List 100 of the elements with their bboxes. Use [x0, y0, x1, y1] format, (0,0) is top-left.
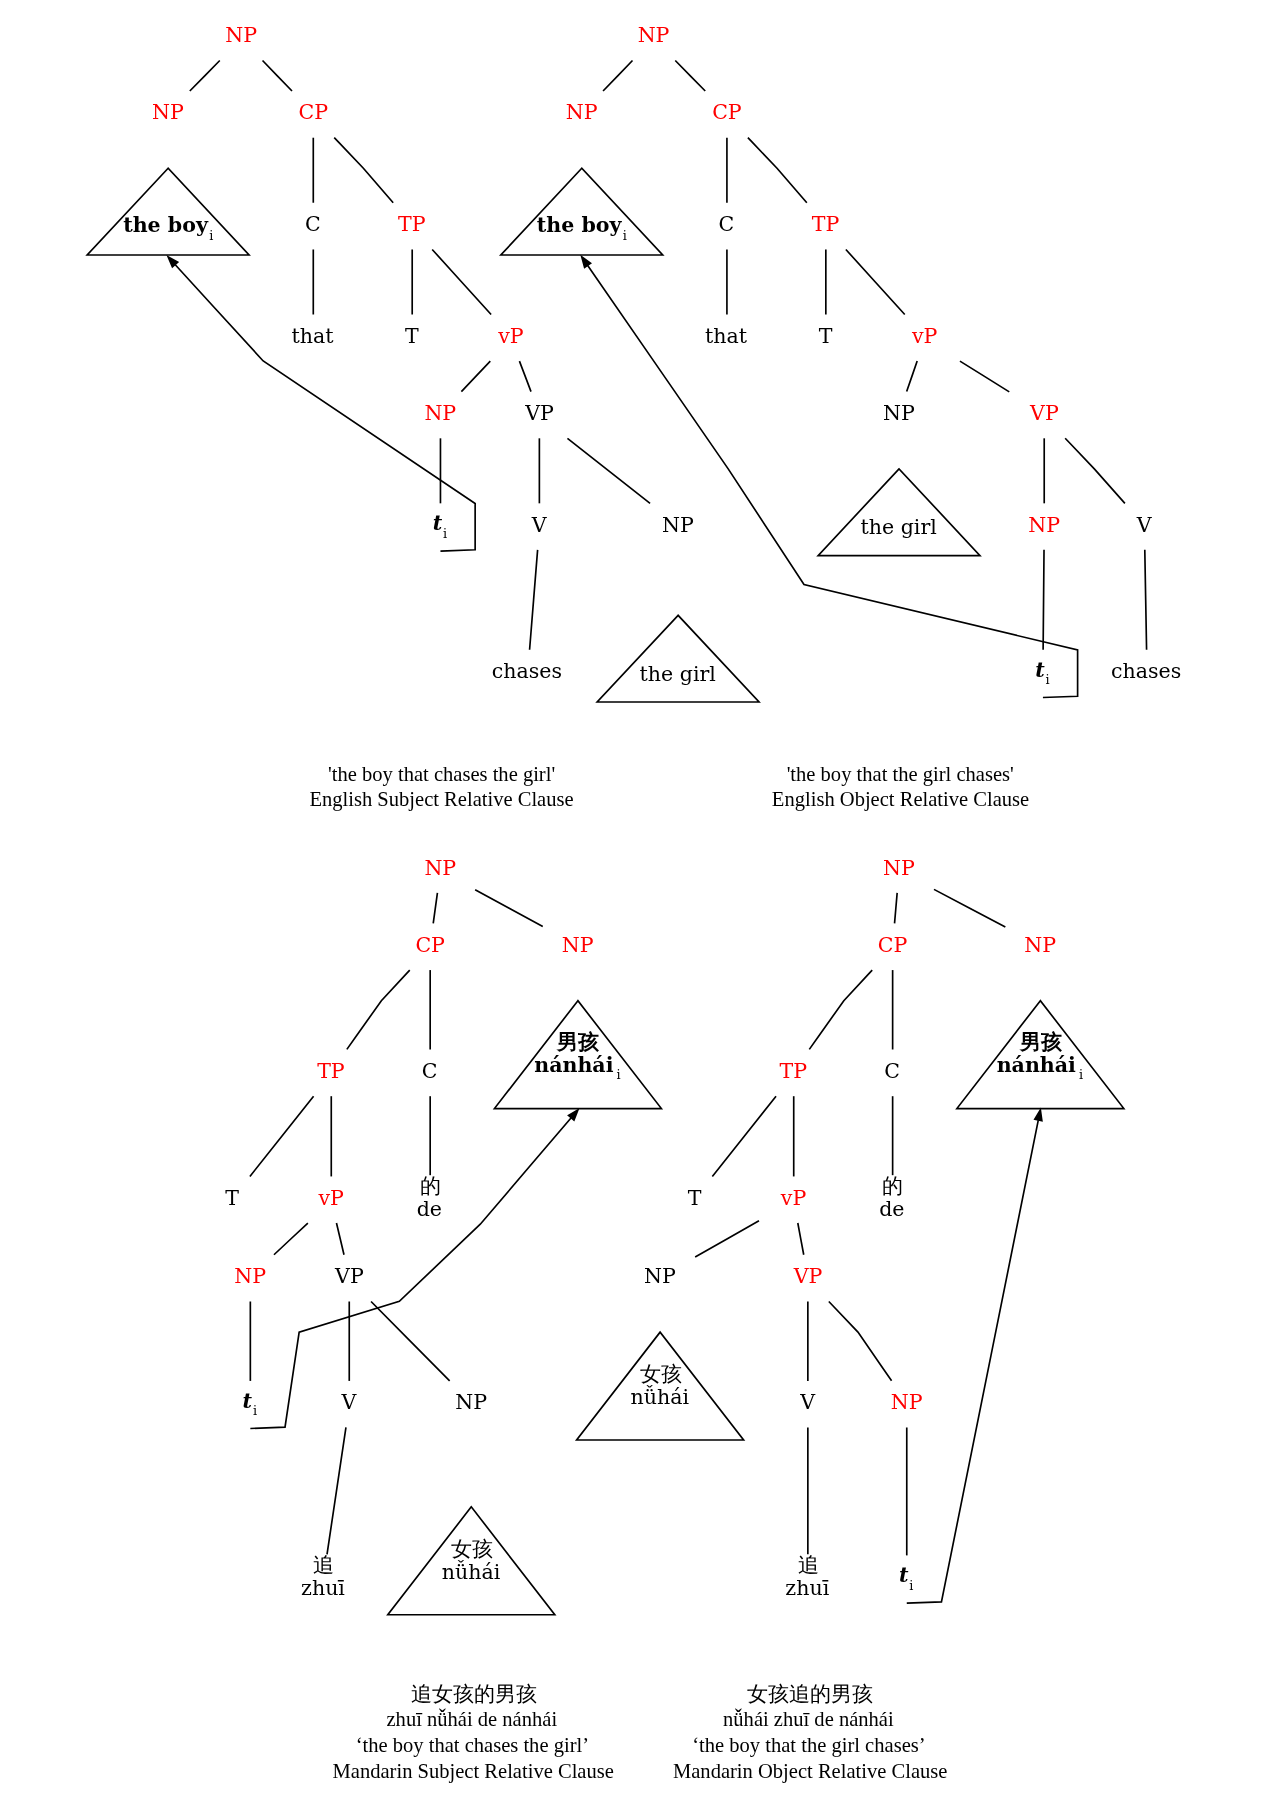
- connector: [430, 248, 492, 315]
- node-text: that: [704, 323, 747, 348]
- node-text: NP: [224, 22, 257, 47]
- node-text: T: [687, 1185, 701, 1210]
- node-text: NP: [1023, 932, 1056, 957]
- node-text: TP: [316, 1058, 345, 1083]
- connector: [329, 1094, 332, 1177]
- label: ‘the boy that chases the girl’: [355, 1733, 589, 1756]
- connector: [806, 1300, 809, 1382]
- connector: [806, 1426, 809, 1555]
- node-text: CP: [711, 99, 742, 124]
- node-text: NP: [233, 1263, 266, 1288]
- arrow: [165, 254, 476, 552]
- label: ‘the boy that the girl chases’: [691, 1733, 926, 1756]
- node-text: T: [404, 323, 419, 348]
- connector: [369, 1300, 450, 1382]
- connector: [272, 1221, 309, 1256]
- connector: [844, 248, 906, 315]
- node-text: vP: [780, 1185, 806, 1210]
- node-text: VP: [524, 400, 554, 425]
- node-text: NP: [882, 855, 915, 880]
- connector: [1042, 436, 1045, 504]
- connector: [893, 891, 898, 924]
- node-text: TP: [811, 211, 839, 236]
- node-text: that: [290, 323, 333, 348]
- node-text: VP: [793, 1263, 822, 1288]
- node-text: T: [818, 323, 832, 348]
- node-text: V: [1136, 512, 1152, 537]
- connector: [601, 59, 633, 92]
- node-text: NP: [882, 400, 915, 425]
- connector: [711, 1094, 777, 1177]
- node-text: NP: [565, 99, 598, 124]
- connector: [528, 548, 538, 651]
- node-text: CP: [877, 932, 907, 957]
- node-text: vP: [911, 323, 937, 348]
- node-text: NP: [423, 855, 456, 880]
- node-text: NP: [423, 400, 456, 425]
- node-text: t$_{i}$: [898, 1562, 913, 1593]
- connector: [725, 136, 728, 204]
- node-text: TP: [779, 1058, 807, 1083]
- connector: [345, 968, 411, 1050]
- node-text: NP: [890, 1389, 923, 1414]
- connector: [188, 59, 221, 92]
- connector: [311, 136, 314, 204]
- node-text: C: [421, 1058, 438, 1083]
- connector: [566, 436, 651, 504]
- node-text: C: [304, 211, 321, 236]
- label: zhuī nǚhái de nánhái: [386, 1707, 557, 1730]
- node-text: 的 de: [878, 1173, 904, 1221]
- node-text: NP: [643, 1263, 676, 1288]
- connector: [325, 1426, 347, 1555]
- connector: [932, 888, 1006, 928]
- connector: [725, 248, 728, 315]
- arrow: [249, 1107, 580, 1429]
- node-text: CP: [298, 99, 328, 124]
- connector: [905, 1426, 908, 1556]
- connector: [792, 1094, 795, 1177]
- node-text: t$_{i}$: [242, 1388, 257, 1418]
- connector: [538, 436, 540, 504]
- label: Mandarin Subject Relative Clause: [332, 1759, 614, 1782]
- node-text: 追 zhuī: [300, 1552, 345, 1600]
- connector: [905, 359, 918, 392]
- label: 追女孩的男孩: [410, 1682, 537, 1705]
- connector: [796, 1221, 805, 1256]
- node-text: vP: [497, 323, 524, 348]
- connector: [460, 359, 491, 392]
- connector: [249, 1300, 251, 1382]
- connector: [824, 248, 827, 315]
- label: English Object Relative Clause: [771, 787, 1029, 810]
- connector: [439, 436, 441, 504]
- node-text: NP: [1027, 512, 1060, 537]
- connector: [891, 968, 893, 1050]
- connector: [673, 59, 706, 92]
- connector: [827, 1300, 892, 1382]
- connector: [410, 248, 413, 315]
- connector: [428, 1094, 431, 1176]
- node-text: VP: [334, 1263, 364, 1288]
- node-text: VP: [1029, 400, 1059, 425]
- connector: [347, 1300, 350, 1382]
- label: 'the boy that the girl chases': [786, 762, 1014, 785]
- node-text: NP: [454, 1389, 487, 1414]
- connector: [332, 136, 394, 204]
- arrow: [579, 254, 1078, 698]
- connector: [248, 1094, 314, 1177]
- connector: [1143, 548, 1147, 651]
- node-text: CP: [414, 932, 445, 957]
- connector: [1063, 436, 1126, 504]
- connector: [807, 968, 873, 1050]
- label: Mandarin Object Relative Clause: [672, 1759, 947, 1782]
- node-text: t$_{i}$: [432, 510, 447, 541]
- connector: [958, 359, 1010, 393]
- node-text: chases: [491, 658, 562, 683]
- arrow: [905, 1106, 1043, 1604]
- connector: [746, 136, 808, 204]
- node-text: NP: [637, 22, 669, 47]
- connector: [431, 891, 438, 924]
- node-text: t$_{i}$: [1034, 657, 1050, 687]
- connector: [261, 59, 293, 92]
- connector: [335, 1221, 345, 1256]
- connector: [891, 1094, 893, 1176]
